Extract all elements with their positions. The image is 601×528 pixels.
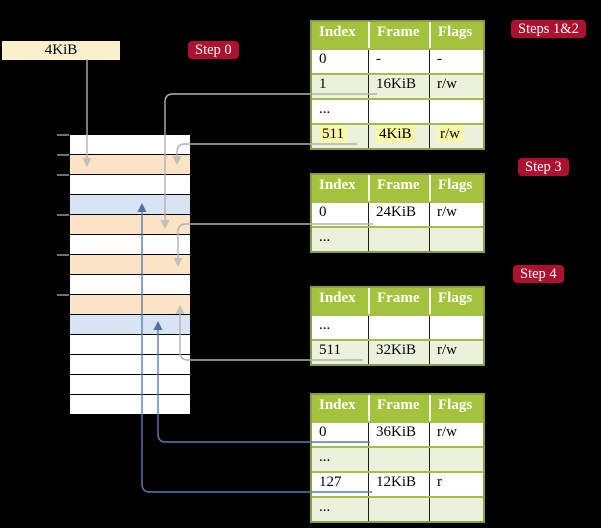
column-header-index: Index xyxy=(319,397,356,413)
table-cell: ... xyxy=(319,229,331,245)
memory-frame-row-4 xyxy=(70,195,190,215)
memory-frame-row-8 xyxy=(70,275,190,295)
column-header-frame: Frame xyxy=(368,175,429,201)
table-cell: 1 xyxy=(319,76,327,92)
badge-step-3: Step 3 xyxy=(518,158,569,176)
memory-stack xyxy=(70,135,190,415)
table-cell: r/w xyxy=(429,423,483,446)
table-cell xyxy=(368,448,429,471)
memory-frame-row-2 xyxy=(70,155,190,175)
column-header-frame: Frame xyxy=(368,395,429,421)
table-cell: 0 xyxy=(319,204,327,220)
memory-tick xyxy=(57,174,69,176)
memory-tick xyxy=(57,154,69,156)
table-row: 0 -- xyxy=(312,48,483,73)
table-cell: 32KiB xyxy=(368,341,429,364)
memory-tick xyxy=(57,254,69,256)
table-cell: - xyxy=(429,50,483,73)
column-header-index: Index xyxy=(319,290,356,306)
table-cell: 0 xyxy=(319,51,327,67)
column-header-index: Index xyxy=(319,177,356,193)
table-cell: r xyxy=(429,473,483,496)
badge-step-4: Step 4 xyxy=(513,265,564,283)
table-cell: r/w xyxy=(429,203,483,226)
table-cell xyxy=(368,498,429,521)
badge-step-0: Step 0 xyxy=(188,41,239,59)
memory-frame-row-5 xyxy=(70,215,190,235)
memory-tick xyxy=(57,134,69,136)
table-cell xyxy=(429,316,483,339)
memory-frame-row-14 xyxy=(70,395,190,415)
column-header-flags: Flags xyxy=(429,288,483,314)
table-cell: - xyxy=(368,50,429,73)
table-cell: 16KiB xyxy=(368,75,429,98)
badge-steps-1-2: Steps 1&2 xyxy=(511,20,586,38)
table-row: ... xyxy=(312,314,483,339)
memory-frame-row-6 xyxy=(70,235,190,255)
table-cell: ... xyxy=(319,449,331,465)
table-cell xyxy=(368,316,429,339)
memory-tick xyxy=(57,294,69,296)
table-cell xyxy=(368,228,429,251)
memory-tick xyxy=(57,214,69,216)
table-row: ... xyxy=(312,446,483,471)
frame-size-block: 4KiB xyxy=(2,41,120,60)
column-header-flags: Flags xyxy=(429,175,483,201)
table-cell xyxy=(429,448,483,471)
table-cell: r/w xyxy=(429,125,483,148)
table-row: ... xyxy=(312,226,483,251)
memory-frame-row-13 xyxy=(70,375,190,395)
table-cell: ... xyxy=(319,101,331,117)
table-cell: ... xyxy=(319,317,331,333)
table-cell: r/w xyxy=(429,341,483,364)
memory-frame-row-7 xyxy=(70,255,190,275)
table-row: ... xyxy=(312,98,483,123)
table-cell: 36KiB xyxy=(368,423,429,446)
memory-frame-row-3 xyxy=(70,175,190,195)
table-cell: ... xyxy=(319,499,331,515)
table-cell xyxy=(368,100,429,123)
table-cell: 24KiB xyxy=(368,203,429,226)
table-row: ... xyxy=(312,496,483,521)
table-cell: 4KiB xyxy=(368,125,429,148)
column-header-frame: Frame xyxy=(368,288,429,314)
column-header-flags: Flags xyxy=(429,395,483,421)
memory-frame-row-10 xyxy=(70,315,190,335)
table-cell xyxy=(429,228,483,251)
table-cell: 0 xyxy=(319,424,327,440)
table-cell: 511 xyxy=(319,342,341,358)
memory-frame-row-9 xyxy=(70,295,190,315)
table-cell xyxy=(429,100,483,123)
memory-frame-row-12 xyxy=(70,355,190,375)
table-cell: 12KiB xyxy=(368,473,429,496)
column-header-flags: Flags xyxy=(429,22,483,48)
table-cell: r/w xyxy=(429,75,483,98)
table-cell: 127 xyxy=(319,474,342,490)
table-cell xyxy=(429,498,483,521)
memory-frame-row-1 xyxy=(70,135,190,155)
table-cell: 511 xyxy=(312,125,368,148)
column-header-frame: Frame xyxy=(368,22,429,48)
column-header-index: Index xyxy=(319,24,356,40)
memory-frame-row-11 xyxy=(70,335,190,355)
